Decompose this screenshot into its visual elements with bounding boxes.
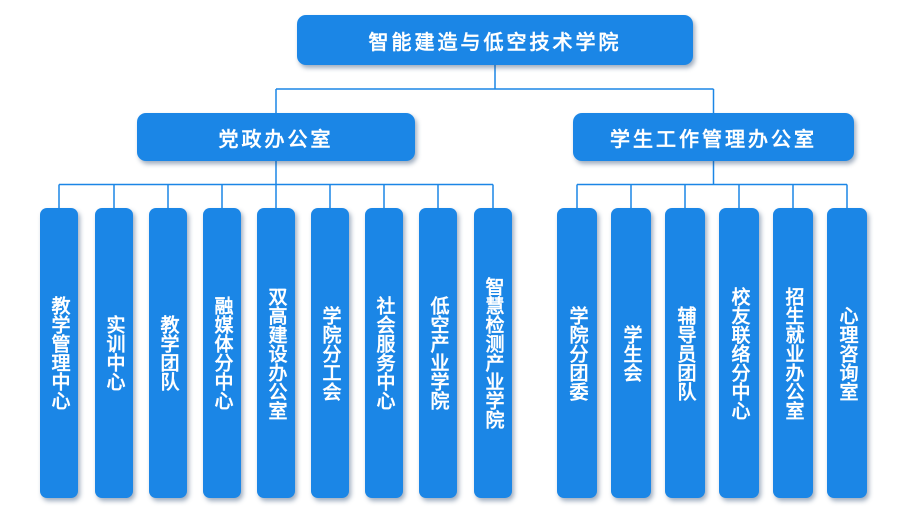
unit-teaching-team: 教学团队	[149, 208, 187, 498]
unit-alumni-subcenter: 校友联络分中心	[719, 208, 759, 498]
dept-student-affairs-office: 学生工作管理办公室	[573, 113, 854, 161]
unit-training-center: 实训中心	[95, 208, 133, 498]
dept-party-admin-office: 党政办公室	[137, 113, 415, 161]
unit-college-youth-league: 学院分团委	[557, 208, 597, 498]
unit-counselor-team: 辅导员团队	[665, 208, 705, 498]
unit-social-service-center: 社会服务中心	[365, 208, 403, 498]
unit-low-altitude-industry-college: 低空产业学院	[419, 208, 457, 498]
unit-student-union: 学生会	[611, 208, 651, 498]
unit-teaching-management-center: 教学管理中心	[40, 208, 78, 498]
unit-college-union: 学院分工会	[311, 208, 349, 498]
unit-double-high-office: 双高建设办公室	[257, 208, 295, 498]
unit-admissions-employment-office: 招生就业办公室	[773, 208, 813, 498]
unit-smart-inspection-industry-college: 智慧检测产业学院	[474, 208, 512, 498]
unit-media-subcenter: 融媒体分中心	[203, 208, 241, 498]
unit-counseling-room: 心理咨询室	[827, 208, 867, 498]
root-node: 智能建造与低空技术学院	[297, 15, 693, 65]
